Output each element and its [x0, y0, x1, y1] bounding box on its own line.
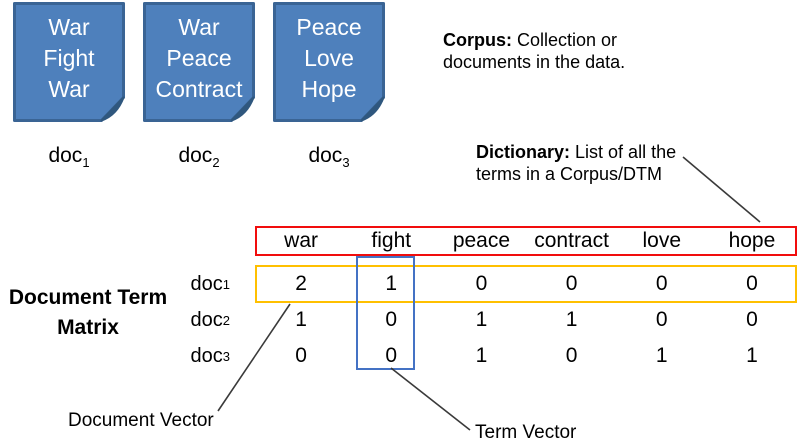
- term-vector-connector-line: [390, 367, 471, 431]
- column-header-war: war: [284, 229, 318, 252]
- term-vector-label: Term Vector: [475, 422, 577, 443]
- corpus-note-rest: Collection or: [512, 30, 618, 50]
- note-line: War: [178, 13, 220, 40]
- row-label-text: doc: [190, 308, 223, 331]
- cell-doc3-love: 1: [655, 344, 668, 367]
- document-note-text: War Fight War: [13, 6, 125, 110]
- corpus-note: Corpus: Collection or documents in the d…: [443, 29, 625, 73]
- cell-doc1-war: 2: [295, 272, 307, 295]
- matrix-header-row: war fight peace contract love hope: [256, 227, 797, 255]
- document-note-3: Peace Love Hope: [273, 2, 385, 122]
- row-label-subscript: 2: [222, 312, 230, 328]
- note-fold-icon: [100, 96, 125, 122]
- note-fold-icon: [230, 96, 255, 122]
- row-label-text: doc: [190, 344, 223, 367]
- doc-label-subscript: 3: [342, 155, 350, 171]
- column-header-hope: hope: [728, 229, 776, 252]
- cell-doc1-hope: 0: [746, 272, 758, 295]
- cell-doc2-war: 1: [295, 308, 307, 331]
- row-label-subscript: 3: [222, 348, 230, 364]
- dictionary-highlight-box: [255, 226, 797, 256]
- note-line: Fight: [43, 44, 95, 71]
- dictionary-note-lead: Dictionary:: [476, 142, 571, 162]
- note-line: Peace: [166, 44, 232, 71]
- doc-label-subscript: 2: [212, 155, 220, 171]
- dtm-title-line1: Document Term: [8, 286, 168, 309]
- doc-label-text: doc: [178, 144, 213, 167]
- cell-doc1-love: 0: [655, 272, 668, 295]
- cell-doc2-hope: 0: [746, 308, 758, 331]
- doc-label-subscript: 1: [82, 155, 90, 171]
- dictionary-note-rest: List of all the: [570, 142, 677, 162]
- note-line: Contract: [155, 75, 243, 102]
- dictionary-connector-line: [682, 156, 761, 223]
- folded-note-icon: [273, 2, 385, 122]
- cell-doc2-love: 0: [655, 308, 668, 331]
- cell-doc1-contract: 0: [565, 272, 578, 295]
- term-vector-highlight-box: [356, 256, 415, 370]
- document-note-text: War Peace Contract: [143, 6, 255, 110]
- note-line: Hope: [301, 75, 357, 102]
- dictionary-note-line2: terms in a Corpus/DTM: [476, 164, 663, 184]
- folded-note-icon: [143, 2, 255, 122]
- document-note-1: War Fight War: [13, 2, 125, 122]
- cell-doc3-contract: 0: [565, 344, 578, 367]
- corpus-note-lead: Corpus:: [443, 30, 512, 50]
- dtm-title-line2: Matrix: [57, 316, 119, 339]
- document-note-2: War Peace Contract: [143, 2, 255, 122]
- note-line: Love: [304, 44, 354, 71]
- row-label-text: doc: [190, 272, 223, 295]
- column-header-contract: contract: [534, 229, 609, 252]
- dtm-title: Document Term Matrix: [0, 283, 176, 343]
- doc1-label: doc1: [13, 144, 125, 170]
- cell-doc1-fight: 1: [385, 272, 398, 295]
- cell-doc3-hope: 1: [746, 344, 758, 367]
- note-fold-icon: [360, 96, 385, 122]
- cell-doc2-peace: 1: [475, 308, 488, 331]
- document-vector-highlight-box: [255, 265, 797, 303]
- document-vector-label: Document Vector: [68, 410, 214, 431]
- doc3-label: doc3: [273, 144, 385, 170]
- document-note-text: Peace Love Hope: [273, 6, 385, 110]
- column-header-love: love: [642, 229, 682, 252]
- doc-label-text: doc: [308, 144, 343, 167]
- note-line: War: [48, 13, 90, 40]
- row-label-subscript: 1: [222, 276, 230, 292]
- corpus-note-line2: documents in the data.: [443, 52, 626, 72]
- doc2-label: doc2: [143, 144, 255, 170]
- cell-doc3-war: 0: [295, 344, 307, 367]
- dictionary-note: Dictionary: List of all the terms in a C…: [476, 141, 676, 185]
- cell-doc3-peace: 1: [475, 344, 488, 367]
- column-header-peace: peace: [452, 229, 511, 252]
- cell-doc1-peace: 0: [475, 272, 488, 295]
- cell-doc2-fight: 0: [385, 308, 398, 331]
- dictionary-note-line1: Dictionary: List of all the: [476, 141, 676, 163]
- cell-doc2-contract: 1: [565, 308, 578, 331]
- cell-doc3-fight: 0: [385, 344, 398, 367]
- corpus-note-line1: Corpus: Collection or: [443, 29, 625, 51]
- column-header-fight: fight: [371, 229, 412, 252]
- folded-note-icon: [13, 2, 125, 122]
- note-line: War: [48, 75, 90, 102]
- doc-label-text: doc: [48, 144, 83, 167]
- note-line: Peace: [296, 13, 362, 40]
